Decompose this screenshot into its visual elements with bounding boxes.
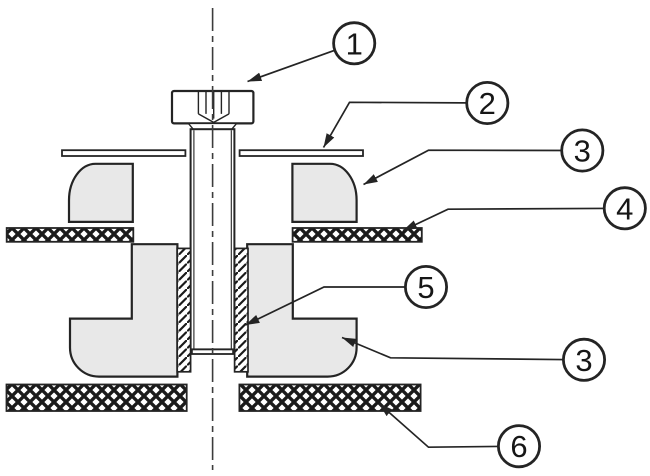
callout-4: 4: [602, 186, 647, 231]
washer-plate-left: [61, 149, 187, 157]
sleeve-right-section: [233, 247, 249, 373]
leader-2: [322, 101, 488, 148]
upper-isolator-right: [291, 162, 358, 223]
upper-mounting-plate-right: [291, 227, 423, 243]
leader-6: [378, 402, 520, 449]
callout-1-circle: [332, 21, 377, 66]
callout-3-lower: 3: [562, 337, 607, 382]
callout-3-upper: 3: [560, 128, 605, 173]
callout-5-label: 5: [417, 270, 434, 305]
bolt-socket-lines: [197, 91, 230, 119]
assembly: 1 2 3 4 5 3 6: [5, 8, 647, 470]
callout-1: 1: [332, 21, 377, 66]
callout-5-circle: [403, 264, 448, 309]
callout-4-label: 4: [616, 191, 633, 226]
base-plate-right: [238, 383, 422, 412]
callout-3-lower-circle: [562, 337, 607, 382]
leader-3-upper: [363, 149, 583, 186]
callout-5: 5: [403, 264, 448, 309]
washer-plate-right: [238, 149, 364, 157]
callout-2-circle: [465, 81, 510, 126]
upper-isolator-left: [67, 162, 134, 223]
leader-4: [402, 207, 625, 232]
callout-6: 6: [496, 424, 541, 469]
callout-6-label: 6: [510, 429, 527, 464]
callout-2: 2: [465, 81, 510, 126]
bolt-shank: [189, 128, 236, 351]
sleeve-left-section: [176, 247, 192, 373]
base-plate-left: [5, 383, 188, 412]
upper-mounting-plate-left: [5, 227, 135, 243]
callouts: 1 2 3 4 5 3 6: [332, 21, 647, 469]
lower-isolator-left: [68, 243, 179, 378]
callout-6-circle: [496, 424, 541, 469]
leader-5: [245, 286, 426, 326]
callout-3-lower-label: 3: [575, 343, 592, 378]
callout-3-upper-label: 3: [574, 134, 591, 169]
callout-2-label: 2: [479, 86, 496, 121]
bolt-thread-lines: [193, 130, 232, 349]
bolt-socket-cone: [198, 113, 230, 124]
callout-4-circle: [602, 186, 647, 231]
callout-1-label: 1: [346, 26, 363, 61]
leader-3-lower: [341, 336, 585, 361]
callout-3-upper-circle: [560, 128, 605, 173]
lower-isolator-right: [246, 243, 358, 378]
